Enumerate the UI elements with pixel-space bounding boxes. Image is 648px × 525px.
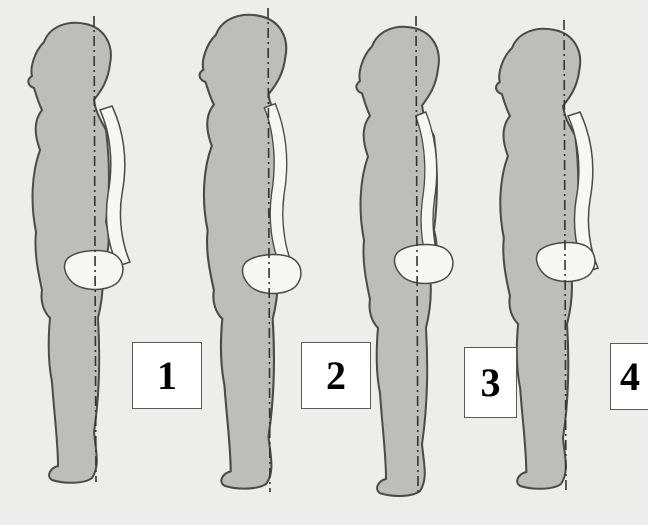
figure-label-4-text: 4 [620, 353, 640, 400]
figure-label-4: 4 [610, 343, 648, 410]
figure-label-3-text: 3 [481, 359, 501, 406]
figure-label-1: 1 [132, 342, 202, 409]
figure-4-silhouette [496, 20, 598, 492]
figure-label-1-text: 1 [157, 352, 177, 399]
figure-label-2: 2 [301, 342, 371, 409]
figure-2-silhouette [200, 8, 301, 492]
figure-label-2-text: 2 [326, 352, 346, 399]
figure-3-silhouette [356, 16, 453, 496]
figure-label-3: 3 [464, 347, 517, 418]
figure-1-silhouette [28, 16, 130, 483]
